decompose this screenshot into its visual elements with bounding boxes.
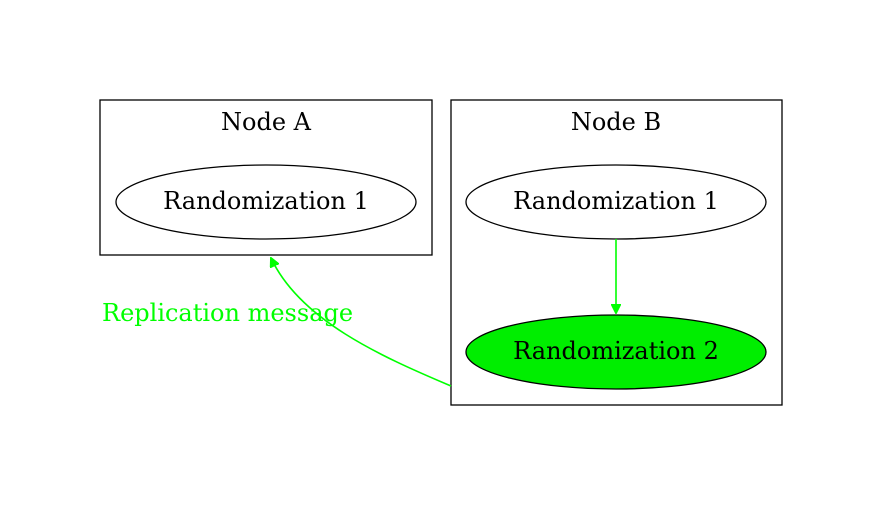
- node-b-randomization-2: Randomization 2: [465, 314, 767, 390]
- cluster-node-b-label: Node B: [571, 108, 661, 136]
- node-b-randomization-1-label: Randomization 1: [513, 187, 719, 215]
- cluster-node-b: Node B: [450, 99, 783, 406]
- node-a-randomization-1-label: Randomization 1: [163, 187, 369, 215]
- node-b-randomization-2-label: Randomization 2: [513, 337, 719, 365]
- node-a-randomization-1: Randomization 1: [115, 164, 417, 240]
- cluster-node-a-box: [99, 99, 433, 256]
- node-b-randomization-1: Randomization 1: [465, 164, 767, 240]
- node-b-randomization-2-ellipse: [465, 314, 767, 390]
- node-a-randomization-1-ellipse: [115, 164, 417, 240]
- cluster-node-a: Node A: [99, 99, 433, 256]
- edge-replication-label: Replication message: [102, 299, 353, 327]
- cluster-node-a-label: Node A: [221, 108, 312, 136]
- cluster-node-b-box: [450, 99, 783, 406]
- edge-replication: [271, 258, 452, 387]
